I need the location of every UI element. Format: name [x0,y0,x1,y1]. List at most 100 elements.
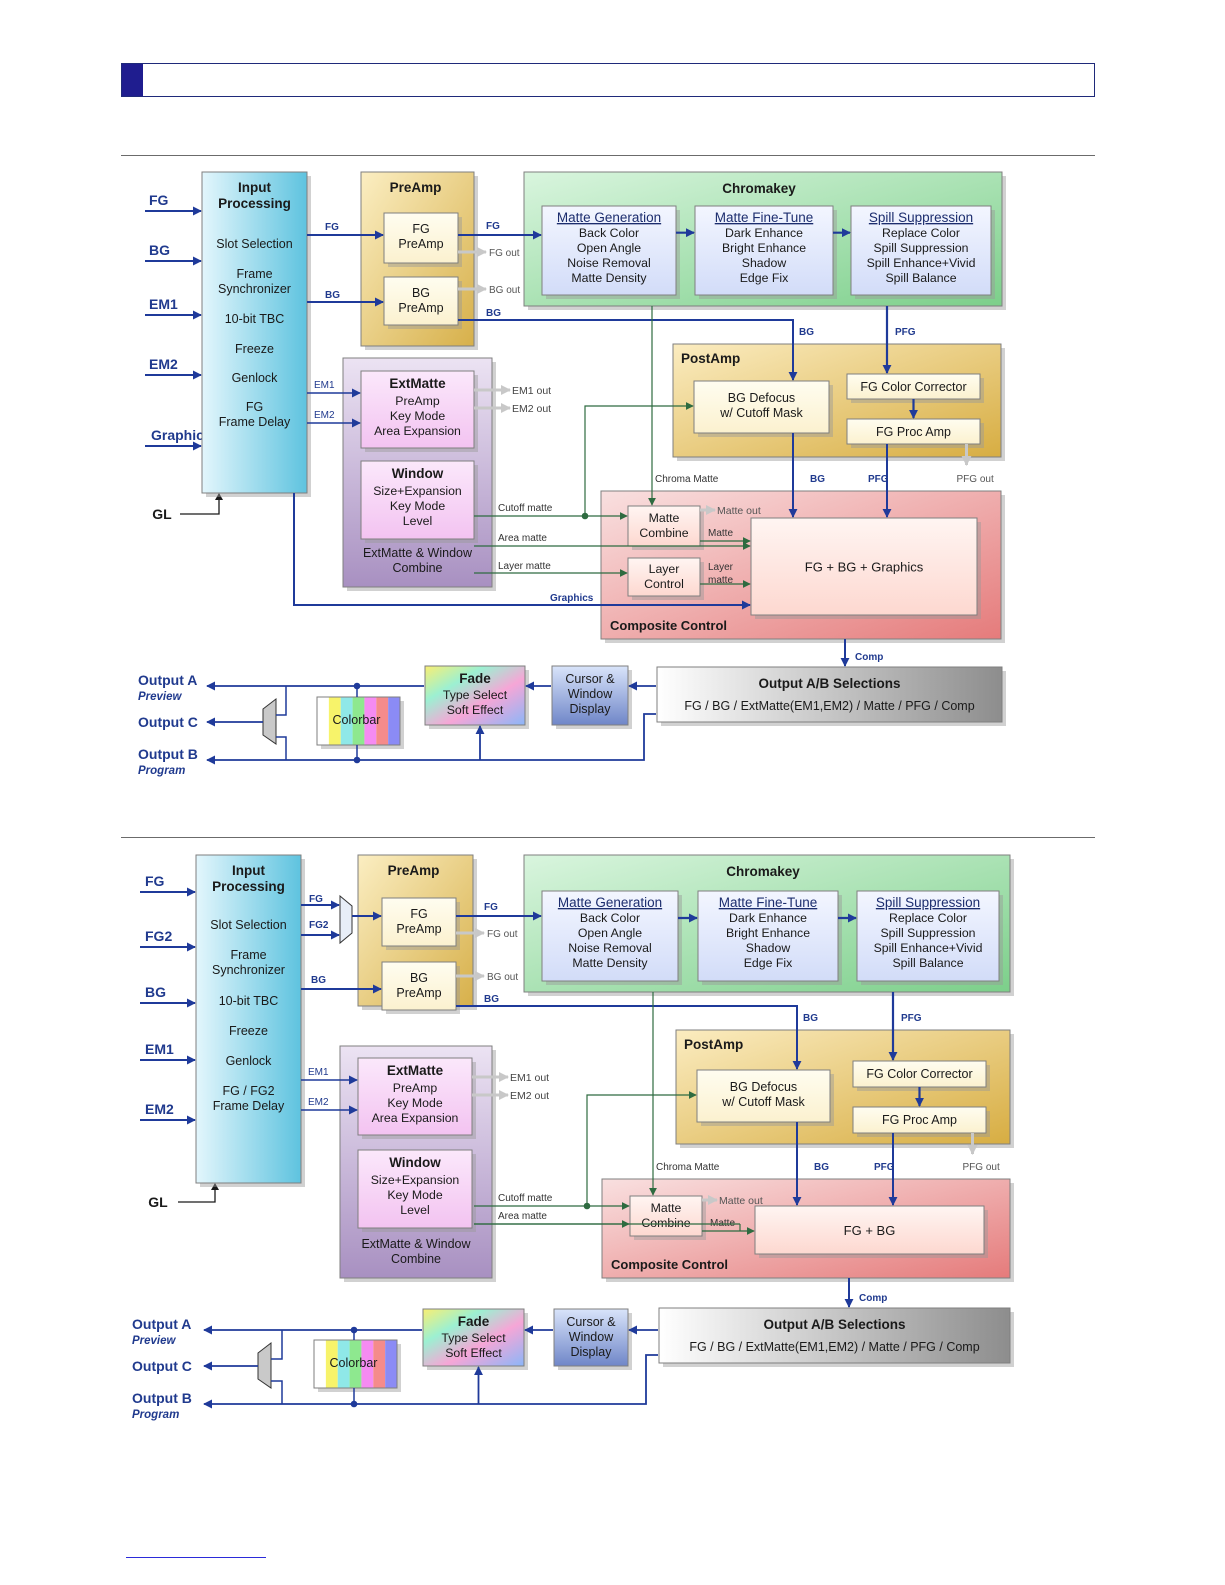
matte-combine-label: Combine [641,1216,690,1230]
extmatte-title: ExtMatte [387,1063,444,1078]
bg-preamp-label: BG [410,971,428,985]
em1-signal-label: EM1 [308,1067,329,1078]
fg-out-label: FG out [487,929,518,940]
em1-out-label: EM1 out [510,1072,549,1084]
colorbar-stripe [385,1340,397,1388]
cursor-window-display-label: Cursor & [566,1315,616,1329]
window-item: Key Mode [390,499,446,513]
fade-title: Fade [458,1314,490,1329]
cutoff-to-defocus-line [584,402,694,516]
chromakey-subblock-title: Matte Generation [557,210,661,225]
chromakey-subblock [697,890,839,982]
fade-item: Soft Effect [445,1346,502,1360]
extmatte-box [360,370,475,449]
chromakey-subblock-item: Bright Enhance [722,241,806,255]
pfg-out-label: PFG out [963,1162,1000,1173]
cutoff-matte-label: Cutoff matte [498,1193,553,1204]
junction-dot [353,756,361,764]
chroma-matte-label: Chroma Matte [655,474,719,485]
chromakey-subblock-item: Spill Balance [892,956,963,970]
bg-signal-label: BG [486,308,501,319]
fg-preamp-label: PreAmp [398,237,443,251]
junction-dot [581,512,589,520]
output-a-label: Output A [138,672,197,688]
chromakey-subblock [694,205,834,296]
em2-signal-label: EM2 [314,410,335,421]
fg-preamp-label: FG [410,907,427,921]
output-b-line [206,713,656,765]
composite-control-title: Composite Control [611,1257,728,1272]
block-diagram-1-svg: FGBGEM1EM2GraphicsGLInputProcessingSlot … [138,171,1006,777]
extmatte-item: Area Expansion [372,1111,459,1125]
extmatte-window-combine-label: Combine [391,1252,441,1266]
fg-signal-label: FG [325,222,339,233]
chromakey-subblock-title: Matte Generation [558,895,662,910]
chromakey-subblock-item: Shadow [742,256,787,270]
input-label-bg: BG [145,984,166,1000]
bg-signal-label: BG [814,1162,829,1173]
chromakey-subblock-item: Shadow [746,941,791,955]
bg-preamp-label: PreAmp [398,301,443,315]
bg-signal-label: BG [311,975,326,986]
preamp-title: PreAmp [390,180,442,195]
bg-signal-label: BG [484,994,499,1005]
bg-signal-label: BG [803,1013,818,1024]
input-label-fg2: FG2 [145,928,172,944]
extmatte-item: PreAmp [393,1081,438,1095]
fade-block [422,1308,525,1367]
bg-defocus-label: BG Defocus [730,1080,797,1094]
cutoff-to-defocus-line [586,1091,697,1206]
input-processing-item: Slot Selection [216,237,292,251]
window-title: Window [389,1155,441,1170]
bg-defocus-box [696,1069,831,1123]
fg2-signal-label: FG2 [309,920,329,931]
fade-title: Fade [459,671,491,686]
input-label-em1: EM1 [149,296,178,312]
bg-defocus-label: w/ Cutoff Mask [721,1095,805,1109]
pfg-out-label: PFG out [957,474,994,485]
fg-preamp-box [383,212,459,264]
output-c-label: Output C [138,714,198,730]
input-processing-item: Freeze [235,342,274,356]
output-b-label: Output B [132,1390,192,1406]
bg-preamp-label: BG [412,286,430,300]
mux-b-input [276,736,287,760]
matte-combine-label: Combine [639,526,688,540]
fg-signal-label: FG [486,221,500,232]
chromakey-subblock-item: Dark Enhance [725,226,803,240]
cursor-window-display-block [553,1308,629,1367]
fg-mux-icon [339,894,353,945]
comp-signal-label: Comp [855,652,883,663]
input-processing-item: Synchronizer [218,282,291,296]
junction-dot [350,1400,358,1408]
section-rule-middle [121,837,1095,838]
fg-proc-amp-box [846,418,981,445]
genlock-arrowhead [211,1183,219,1190]
input-processing-item: Frame Delay [219,415,291,429]
pfg-signal-label: PFG [868,474,889,485]
input-processing-block [195,854,302,1184]
output-a-sublabel: Preview [132,1335,177,1347]
colorbar-stripe [349,1340,362,1388]
pfg-signal-label: PFG [901,1013,922,1024]
output-b-sublabel: Program [138,765,185,777]
chromakey-subblock [856,890,1000,982]
extmatte-item: Key Mode [390,409,446,423]
cursor-window-display-label: Cursor & [565,672,615,686]
fg-preamp-box [381,897,457,947]
bg-to-defocus [456,1005,802,1070]
chromakey-subblock [850,205,992,296]
colorbar-outline [313,1339,398,1389]
chromakey-subblock-item: Edge Fix [740,271,789,285]
pfg-signal-label: PFG [895,327,916,338]
colorbar-stripe [388,697,400,745]
input-processing-item: Genlock [232,371,279,385]
input-processing-item: FG [246,400,263,414]
section-rule-top [121,155,1095,156]
chromakey-subblock-item: Noise Removal [568,941,651,955]
composite-main-box [754,1205,985,1255]
chromakey-subblock-item: Spill Suppression [880,926,975,940]
chromakey-subblock-item: Edge Fix [744,956,793,970]
fg-color-corrector-label: FG Color Corrector [860,380,966,394]
